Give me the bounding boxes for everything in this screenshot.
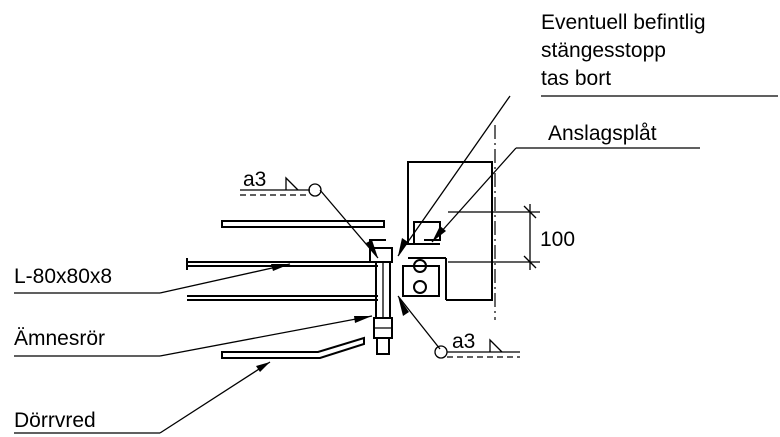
weld-symbol-top <box>240 176 322 197</box>
stop-plate-leader <box>431 147 517 243</box>
weld-top-leader <box>319 189 379 259</box>
stop-plate-shape <box>402 221 441 297</box>
arrowhead <box>256 362 270 372</box>
blank-tube-shape <box>369 247 393 355</box>
blank-tube-label: Ämnesrör <box>14 327 105 350</box>
angle-profile-label: L-80x80x8 <box>14 265 112 288</box>
removal-note-leader <box>397 95 511 257</box>
door-frame-shape <box>369 161 493 301</box>
weld-symbol-bottom-text: a3 <box>452 330 475 353</box>
weld-symbol-top-text: a3 <box>243 168 266 191</box>
dimension-100 <box>448 204 540 270</box>
weld-bottom-leader <box>397 295 441 350</box>
upper-plate <box>221 220 385 228</box>
door-handle-leader <box>159 361 271 434</box>
arrowhead <box>354 316 372 323</box>
removal-note-line-3: tas bort <box>541 67 611 90</box>
angle-profile-leader <box>159 263 291 294</box>
removal-note-line-1: Eventuell befintlig <box>541 11 706 34</box>
blank-tube-leader <box>159 315 373 357</box>
door-handle-label: Dörrvred <box>14 409 96 432</box>
door-handle-shape <box>221 336 365 359</box>
stop-plate-label: Anslagsplåt <box>548 122 657 145</box>
dimension-value: 100 <box>540 228 575 251</box>
angle-profile-shape <box>186 258 378 301</box>
arrowhead <box>398 296 409 316</box>
arrowhead <box>398 238 408 256</box>
removal-note-line-2: stängesstopp <box>541 39 666 62</box>
weld-symbol-bottom <box>434 338 520 359</box>
